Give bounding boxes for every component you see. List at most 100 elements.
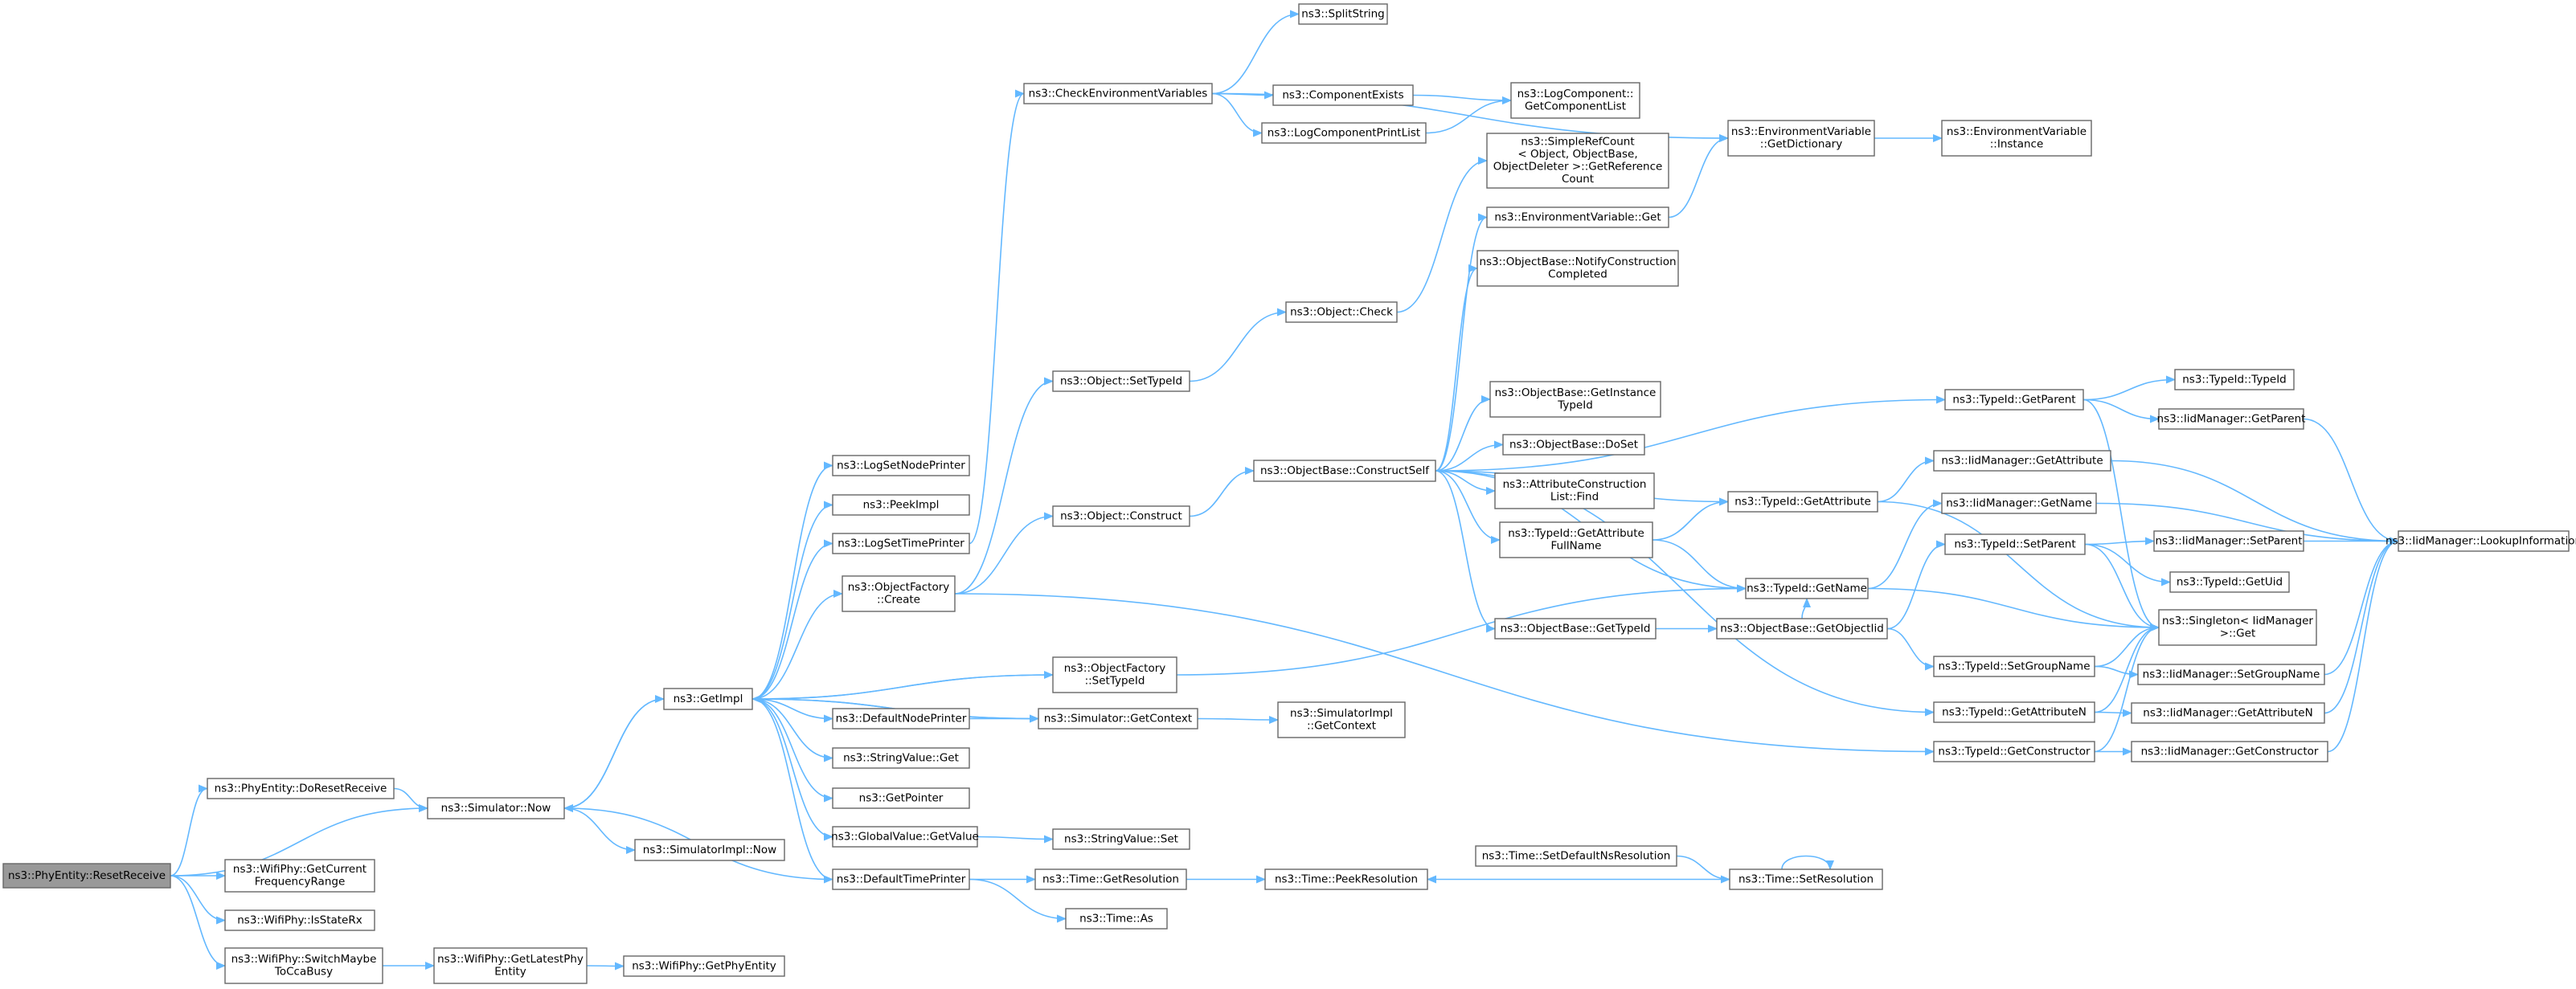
node-timesetdefns[interactable]: ns3::Time::SetDefaultNsResolution [1475, 845, 1677, 867]
node-objconstruct[interactable]: ns3::Object::Construct [1052, 505, 1190, 527]
node-logcompgetlist[interactable]: ns3::LogComponent::GetComponentList [1510, 82, 1640, 119]
node-simgetcontext[interactable]: ns3::Simulator::GetContext [1038, 708, 1198, 729]
node-doreset[interactable]: ns3::PhyEntity::DoResetReceive [207, 778, 395, 799]
node-typeidtypeid[interactable]: ns3::TypeId::TypeId [2174, 369, 2295, 390]
node-box [1253, 460, 1436, 482]
node-label: ns3::LogComponent:: [1517, 88, 1634, 100]
node-objsettypeid[interactable]: ns3::Object::SetTypeId [1052, 370, 1190, 392]
node-objcheck[interactable]: ns3::Object::Check [1285, 301, 1398, 323]
node-typeidgetattrn[interactable]: ns3::TypeId::GetAttributeN [1933, 701, 2095, 723]
node-box [2398, 530, 2570, 552]
node-typeidgetuid[interactable]: ns3::TypeId::GetUid [2169, 571, 2290, 593]
node-objfactsettypeid[interactable]: ns3::ObjectFactory::SetTypeId [1052, 656, 1177, 693]
node-label: ns3::Object::Construct [1060, 509, 1182, 522]
node-box [1727, 120, 1875, 157]
node-globvalgetvalue[interactable]: ns3::GlobalValue::GetValue [831, 826, 979, 848]
node-simimplnow[interactable]: ns3::SimulatorImpl::Now [634, 839, 785, 861]
node-splitstring[interactable]: ns3::SplitString [1298, 3, 1388, 25]
edge-checkenv-to-splitstring [1211, 10, 1300, 95]
node-label: ns3::ObjectBase::GetInstance [1495, 386, 1657, 399]
node-box [634, 839, 785, 861]
node-label: ns3::StringValue::Set [1064, 832, 1178, 845]
node-envgetdict[interactable]: ns3::EnvironmentVariable::GetDictionary [1727, 120, 1875, 157]
node-label: ns3::Time::As [1079, 912, 1153, 925]
node-label: ns3::TypeId::GetConstructor [1938, 745, 2091, 758]
node-notifyconstr[interactable]: ns3::ObjectBase::NotifyConstructionCompl… [1476, 250, 1679, 287]
node-envget[interactable]: ns3::EnvironmentVariable::Get [1486, 206, 1669, 228]
node-typeidsetgroup[interactable]: ns3::TypeId::SetGroupName [1933, 656, 2095, 677]
node-iidgetname[interactable]: ns3::IidManager::GetName [1941, 492, 2097, 514]
node-typeidgetconstr[interactable]: ns3::TypeId::GetConstructor [1933, 741, 2095, 762]
node-box [2158, 609, 2317, 646]
node-label: ns3::PhyEntity::DoResetReceive [215, 782, 387, 795]
node-timesetres[interactable]: ns3::Time::SetResolution [1729, 868, 1883, 890]
edge-objconstruct-to-constructself [1189, 467, 1255, 517]
edge-objfactcreate-to-objsettypeid [954, 377, 1054, 595]
node-timepeekres[interactable]: ns3::Time::PeekResolution [1264, 868, 1428, 890]
node-singletonget[interactable]: ns3::Singleton< IidManager>::Get [2158, 609, 2317, 646]
node-simimplgetcontext[interactable]: ns3::SimulatorImpl::GetContext [1277, 701, 1406, 738]
node-lookupinfo[interactable]: ns3::IidManager::LookupInformation [2386, 530, 2576, 552]
node-objbasegettypeid[interactable]: ns3::ObjectBase::GetTypeId [1494, 618, 1657, 640]
node-label: ns3::ObjectBase::DoSet [1509, 438, 1638, 451]
node-typeidgetattr[interactable]: ns3::TypeId::GetAttribute [1727, 491, 1878, 513]
node-isstaterx[interactable]: ns3::WifiPhy::IsStateRx [224, 909, 375, 931]
node-timegetres[interactable]: ns3::Time::GetResolution [1034, 868, 1187, 890]
node-label: ns3::TypeId::SetParent [1954, 537, 2075, 550]
node-iidgetattrn[interactable]: ns3::IidManager::GetAttributeN [2131, 702, 2325, 724]
edge-typeidsetgroup-to-singletonget [2094, 623, 2160, 668]
edge-getobjectiid-to-typeidgetname [1801, 598, 1811, 619]
node-getphyentity[interactable]: ns3::WifiPhy::GetPhyEntity [623, 955, 785, 977]
node-box [207, 778, 395, 799]
node-objfactcreate[interactable]: ns3::ObjectFactory::Create [842, 575, 956, 612]
node-simplerefcount[interactable]: ns3::SimpleRefCount< Object, ObjectBase,… [1486, 133, 1669, 189]
node-deftimeprinter[interactable]: ns3::DefaultTimePrinter [832, 868, 970, 890]
node-getpointer[interactable]: ns3::GetPointer [832, 787, 970, 809]
node-defnodeprinter[interactable]: ns3::DefaultNodePrinter [832, 708, 970, 729]
node-peekimpl[interactable]: ns3::PeekImpl [832, 494, 970, 516]
node-iidsetparent[interactable]: ns3::IidManager::SetParent [2153, 530, 2304, 552]
edge-getobjectiid-to-typeidsetparent [1886, 540, 1946, 630]
node-iidgetparent[interactable]: ns3::IidManager::GetParent [2157, 408, 2306, 430]
node-envinstance[interactable]: ns3::EnvironmentVariable::Instance [1941, 120, 2092, 157]
node-label: ns3::ObjectBase::GetObjectIid [1720, 622, 1884, 635]
node-typeidgetparent[interactable]: ns3::TypeId::GetParent [1944, 389, 2084, 411]
node-box [1933, 741, 2095, 762]
node-iidgetattr[interactable]: ns3::IidManager::GetAttribute [1933, 450, 2111, 472]
node-iidgetconstr[interactable]: ns3::IidManager::GetConstructor [2131, 741, 2328, 762]
node-logsettime[interactable]: ns3::LogSetTimePrinter [832, 533, 970, 554]
node-constructself[interactable]: ns3::ObjectBase::ConstructSelf [1253, 460, 1436, 482]
node-box [1272, 84, 1414, 106]
node-strvalget[interactable]: ns3::StringValue::Get [832, 747, 970, 769]
node-getimpl[interactable]: ns3::GetImpl [663, 688, 753, 710]
node-checkenv[interactable]: ns3::CheckEnvironmentVariables [1023, 83, 1213, 104]
node-simnow[interactable]: ns3::Simulator::Now [427, 797, 565, 819]
node-iidsetgroup[interactable]: ns3::IidManager::SetGroupName [2137, 664, 2325, 685]
node-box [1941, 492, 2097, 514]
node-logsetnode[interactable]: ns3::LogSetNodePrinter [832, 455, 970, 476]
node-typeidgetname[interactable]: ns3::TypeId::GetName [1745, 578, 1869, 599]
node-label: ns3::IidManager::SetParent [2156, 534, 2303, 547]
node-box [1277, 701, 1406, 738]
node-root[interactable]: ns3::PhyEntity::ResetReceive [2, 863, 171, 889]
node-getobjectiid[interactable]: ns3::ObjectBase::GetObjectIid [1716, 618, 1888, 640]
node-compexists[interactable]: ns3::ComponentExists [1272, 84, 1414, 106]
node-strvalset[interactable]: ns3::StringValue::Set [1052, 828, 1190, 850]
node-box [2174, 369, 2295, 390]
node-logcompprintlist[interactable]: ns3::LogComponentPrintList [1261, 122, 1427, 144]
node-box [1499, 521, 1653, 558]
node-label: Entity [494, 966, 526, 979]
node-doset[interactable]: ns3::ObjectBase::DoSet [1502, 434, 1645, 456]
edge-logsettime-to-checkenv [969, 89, 1025, 545]
node-timeas[interactable]: ns3::Time::As [1065, 908, 1168, 930]
node-box [832, 787, 970, 809]
node-typeidsetparent[interactable]: ns3::TypeId::SetParent [1944, 533, 2086, 555]
node-label: ns3::TypeId::GetAttributeN [1942, 705, 2087, 718]
node-box [224, 947, 383, 984]
